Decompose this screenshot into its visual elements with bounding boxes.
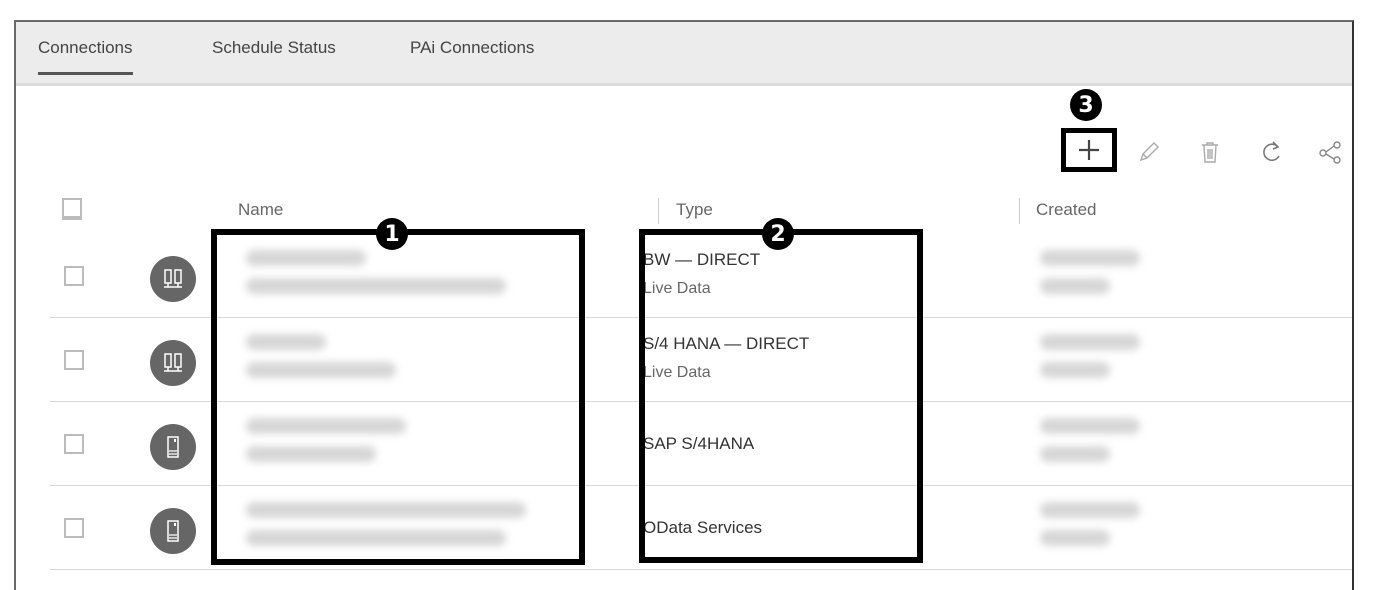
connections-panel: Connections Schedule Status PAi Connecti… [14, 20, 1354, 590]
refresh-icon [1263, 141, 1280, 162]
edit-button[interactable] [1128, 132, 1168, 172]
column-divider[interactable] [1019, 198, 1020, 224]
row-checkbox[interactable] [64, 266, 84, 286]
connection-type: BW — DIRECT [643, 250, 761, 269]
table-row[interactable]: SAP S/4HANA [50, 402, 1352, 486]
row-checkbox[interactable] [64, 350, 84, 370]
delete-button[interactable] [1190, 132, 1230, 172]
redacted-description [246, 362, 396, 378]
import-connection-icon [150, 508, 196, 554]
plus-icon [1079, 140, 1099, 160]
redacted-created-by [1040, 362, 1110, 378]
redacted-name [246, 418, 406, 434]
redacted-name [246, 334, 326, 350]
redacted-created-by [1040, 530, 1110, 546]
column-header-name[interactable]: Name [238, 200, 284, 219]
redacted-created-by [1040, 278, 1110, 294]
connection-type: S/4 HANA — DIRECT [643, 334, 810, 353]
trash-icon [1202, 142, 1218, 163]
connection-type: SAP S/4HANA [643, 434, 755, 453]
pencil-icon [1139, 142, 1159, 162]
callout-badge-3: 3 [1070, 89, 1102, 121]
column-header-type[interactable]: Type [676, 200, 713, 219]
share-icon [1319, 141, 1341, 164]
live-connection-icon [150, 256, 196, 302]
tab-pai-connections[interactable]: PAi Connections [410, 38, 535, 57]
redacted-name [246, 502, 526, 518]
callout-badge-2: 2 [762, 218, 794, 250]
select-all-checkbox[interactable] [62, 198, 82, 220]
table-row[interactable]: BW — DIRECT Live Data [50, 234, 1352, 318]
column-header-created[interactable]: Created [1036, 200, 1097, 219]
callout-badge-1: 1 [376, 218, 408, 250]
redacted-created-date [1040, 502, 1140, 518]
add-connection-button[interactable] [1061, 128, 1117, 172]
redacted-description [246, 530, 506, 546]
tab-bar: Connections Schedule Status PAi Connecti… [16, 22, 1352, 86]
connections-table: Name Type Created BW — DIRECT Live Data [16, 192, 1352, 570]
tab-schedule-status[interactable]: Schedule Status [212, 38, 336, 57]
row-checkbox[interactable] [64, 518, 84, 538]
redacted-created-by [1040, 446, 1110, 462]
redacted-name [246, 250, 366, 266]
tab-connections[interactable]: Connections [38, 38, 133, 75]
table-row[interactable]: OData Services [50, 486, 1352, 570]
row-checkbox[interactable] [64, 434, 84, 454]
redacted-description [246, 446, 376, 462]
refresh-button[interactable] [1252, 132, 1292, 172]
connection-type: OData Services [643, 518, 763, 537]
redacted-description [246, 278, 506, 294]
redacted-created-date [1040, 250, 1140, 266]
share-button[interactable] [1310, 132, 1350, 172]
redacted-created-date [1040, 334, 1140, 350]
redacted-created-date [1040, 418, 1140, 434]
connection-subtype: Live Data [643, 280, 711, 297]
import-connection-icon [150, 424, 196, 470]
toolbar [16, 128, 1352, 172]
column-divider[interactable] [658, 198, 659, 224]
connection-subtype: Live Data [643, 364, 711, 381]
table-header: Name Type Created [16, 192, 1352, 234]
table-row[interactable]: S/4 HANA — DIRECT Live Data [50, 318, 1352, 402]
live-connection-icon [150, 340, 196, 386]
